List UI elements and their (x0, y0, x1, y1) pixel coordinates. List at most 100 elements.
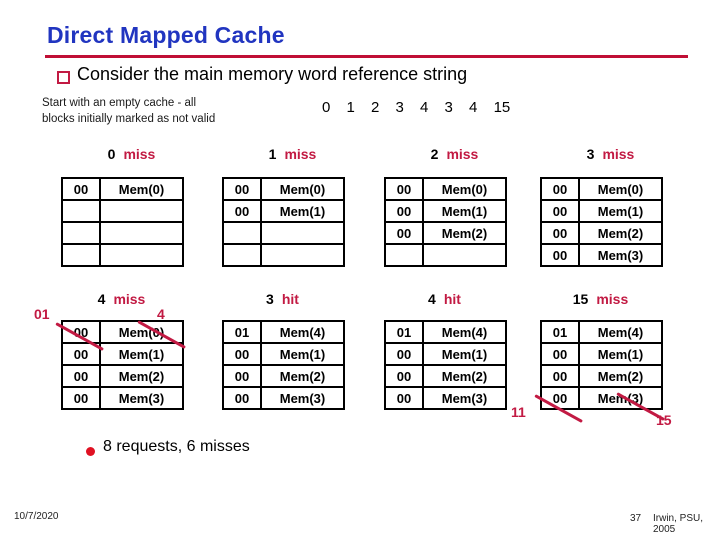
tag-cell: 01 (384, 320, 424, 344)
circle-bullet-icon (86, 447, 95, 456)
mem-cell: Mem(1) (578, 342, 663, 366)
tag-cell: 00 (222, 199, 262, 223)
mem-cell: Mem(2) (578, 221, 663, 245)
reference-value: 2 (430, 146, 439, 162)
summary-text: 8 requests, 6 misses (103, 438, 250, 455)
tag-cell (61, 221, 101, 245)
hit-miss-result: miss (446, 146, 479, 162)
hit-miss-result: miss (123, 146, 156, 162)
mem-cell: Mem(0) (422, 177, 507, 201)
tag-cell: 00 (222, 386, 262, 410)
reference-value: 3 (586, 146, 595, 162)
mem-cell: Mem(1) (99, 342, 184, 366)
mem-cell: Mem(2) (422, 364, 507, 388)
state-label: 2 miss (394, 146, 515, 162)
mem-cell: Mem(1) (422, 342, 507, 366)
tag-cell: 00 (540, 364, 580, 388)
tag-cell: 00 (540, 342, 580, 366)
reference-string: 0 1 2 3 4 3 4 15 (322, 99, 511, 116)
tag-cell: 00 (540, 199, 580, 223)
tag-cell: 00 (222, 342, 262, 366)
bullet-text: Consider the main memory word reference … (77, 64, 468, 84)
reference-value: 3 (266, 291, 274, 307)
new-ref-annotation: 4 (157, 306, 165, 322)
hit-miss-result: hit (281, 291, 299, 307)
mem-cell: Mem(1) (260, 199, 345, 223)
mem-cell (260, 221, 345, 245)
mem-cell: Mem(3) (578, 386, 663, 410)
mem-cell (99, 243, 184, 267)
tag-cell: 00 (540, 177, 580, 201)
footer-date: 10/7/2020 (14, 511, 59, 522)
tag-cell (61, 199, 101, 223)
hit-miss-result: hit (443, 291, 461, 307)
tag-cell: 00 (540, 386, 580, 410)
hit-miss-result: miss (284, 146, 317, 162)
table-row (61, 221, 184, 245)
tag-cell: 00 (384, 199, 424, 223)
new-tag-annotation: 11 (511, 404, 526, 420)
tag-cell: 00 (61, 177, 101, 201)
mem-cell: Mem(4) (578, 320, 663, 344)
square-bullet-icon (57, 71, 70, 84)
new-ref-annotation: 15 (656, 412, 672, 428)
tag-cell (222, 243, 262, 267)
tag-cell: 00 (222, 177, 262, 201)
hit-miss-result: miss (113, 291, 146, 307)
footer-page-number: 37 (630, 513, 642, 524)
hit-miss-result: miss (596, 291, 629, 307)
state-label: 0 miss (71, 146, 192, 162)
reference-value: 15 (572, 291, 589, 307)
tag-cell: 00 (61, 364, 101, 388)
tag-cell: 00 (384, 221, 424, 245)
mem-cell: Mem(0) (260, 177, 345, 201)
reference-value: 4 (97, 291, 106, 307)
mem-cell (260, 243, 345, 267)
state-label: 15 miss (540, 291, 661, 307)
table-row (222, 243, 345, 267)
table-row (61, 243, 184, 267)
mem-cell: Mem(1) (578, 199, 663, 223)
mem-cell (422, 243, 507, 267)
reference-value: 0 (107, 146, 116, 162)
mem-cell: Mem(4) (422, 320, 507, 344)
mem-cell: Mem(3) (578, 243, 663, 267)
mem-cell: Mem(2) (260, 364, 345, 388)
tag-cell: 01 (540, 320, 580, 344)
mem-cell: Mem(2) (578, 364, 663, 388)
tag-cell: 00 (222, 364, 262, 388)
table-row (61, 199, 184, 223)
tag-cell: 00 (61, 386, 101, 410)
new-tag-annotation: 01 (34, 306, 50, 322)
table-row (384, 243, 507, 267)
